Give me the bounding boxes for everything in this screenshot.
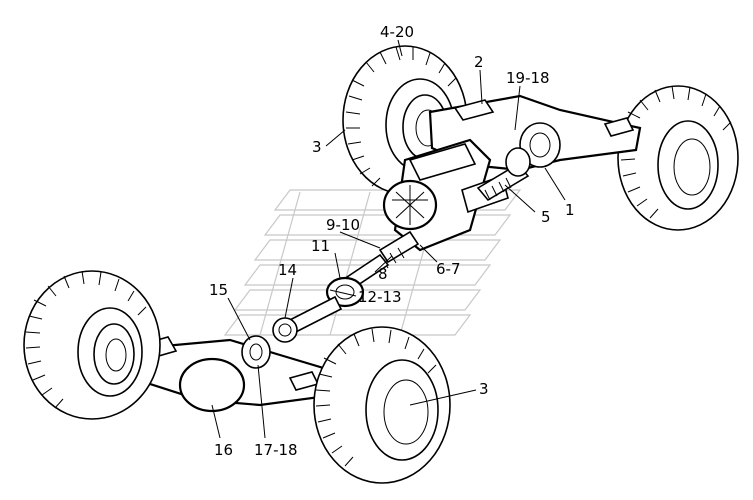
label-5: 5 — [541, 208, 551, 226]
label-9-10: 9-10 — [326, 216, 360, 234]
label-14: 14 — [278, 261, 297, 279]
label-17-18: 17-18 — [254, 441, 298, 459]
part-labels: 4-20 2 19-18 3 5 1 9-10 11 6-7 8 14 15 1… — [209, 23, 575, 459]
label-12-13: 12-13 — [358, 288, 402, 306]
wheel-bottom-right — [313, 326, 451, 484]
label-2: 2 — [474, 53, 484, 71]
label-1: 1 — [565, 201, 575, 219]
label-8: 8 — [378, 265, 388, 283]
label-11: 11 — [311, 237, 330, 255]
rear-axle-housing — [118, 335, 337, 413]
label-15: 15 — [209, 281, 228, 299]
front-drive-shaft — [476, 147, 531, 202]
middle-drive-shaft — [272, 230, 420, 343]
label-16: 16 — [214, 441, 233, 459]
label-3-top: 3 — [312, 138, 322, 156]
wheel-top-right — [617, 85, 739, 231]
label-6-7: 6-7 — [436, 260, 461, 278]
label-19-18: 19-18 — [506, 69, 550, 87]
label-4-20: 4-20 — [380, 23, 414, 41]
wheel-bottom-left — [23, 270, 161, 420]
mount-bracket-2 — [453, 99, 495, 121]
leader-lines — [211, 39, 566, 439]
label-3-bottom: 3 — [479, 380, 489, 398]
